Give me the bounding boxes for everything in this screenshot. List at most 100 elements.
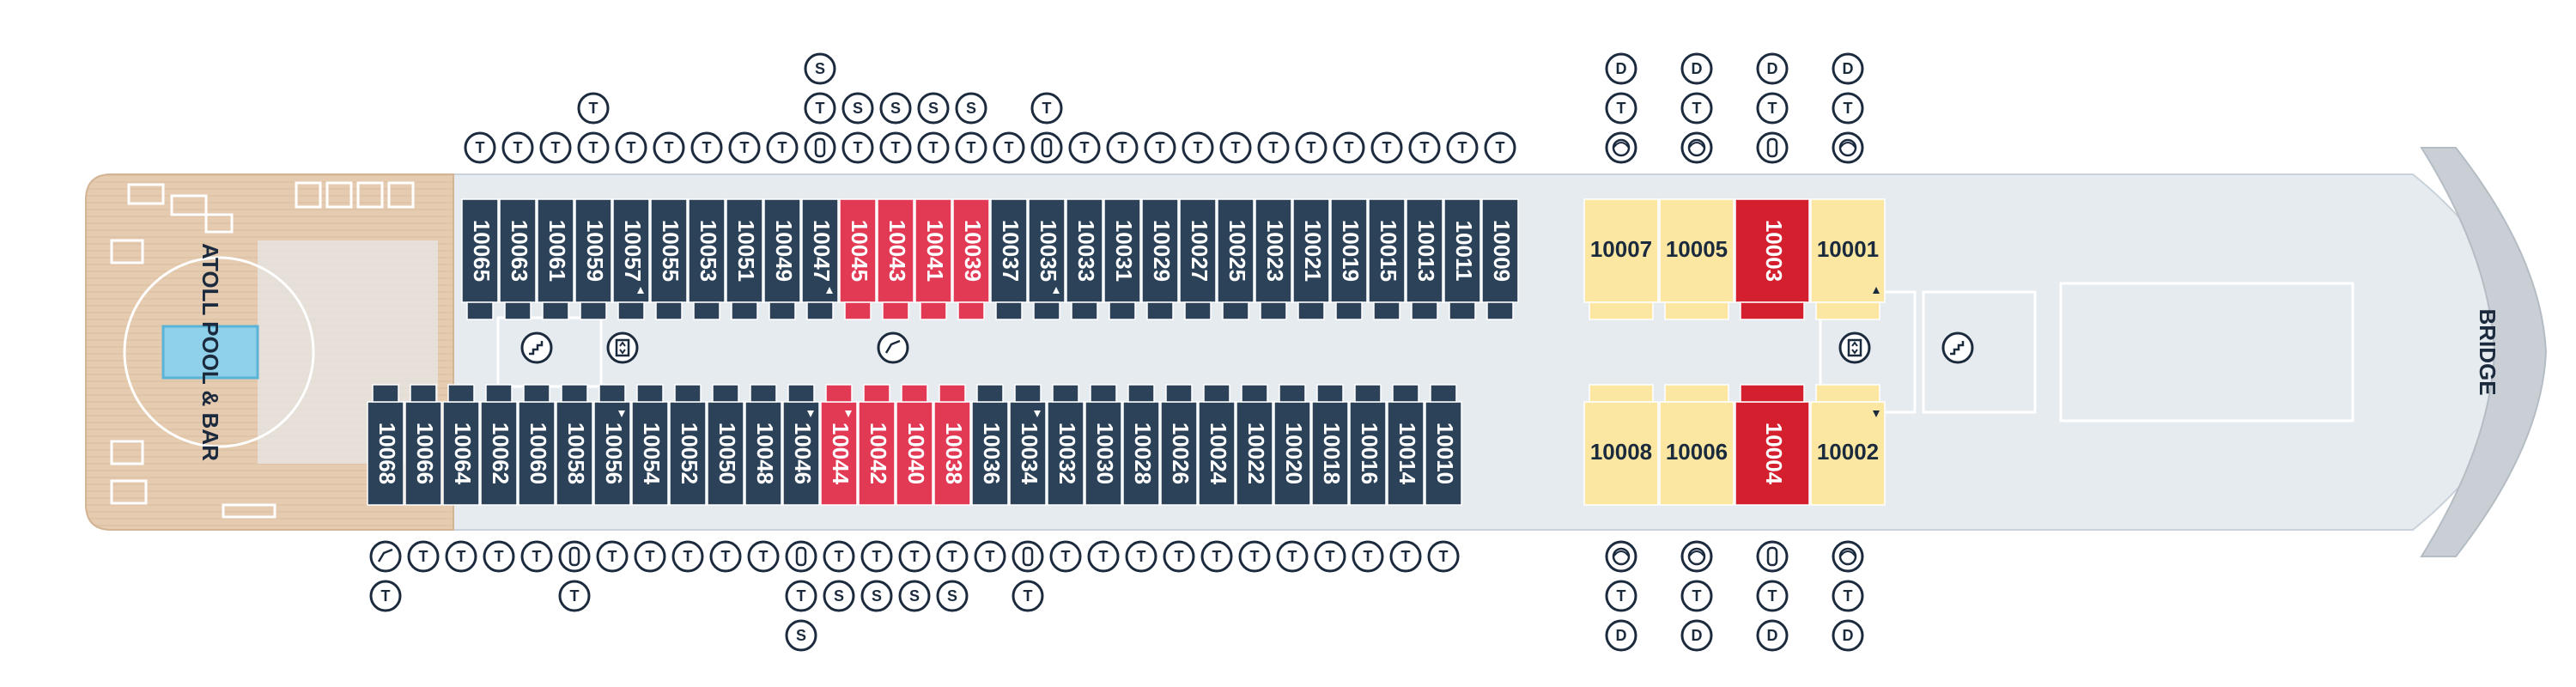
cabin-10052[interactable]: 10052 [669, 384, 707, 506]
cabin-10057[interactable]: 10057 [612, 198, 650, 320]
cabin-10058[interactable]: 10058 [556, 384, 593, 506]
cabin-10013[interactable]: 10013 [1406, 198, 1443, 320]
svg-text:S: S [815, 60, 825, 77]
twin-bed-icon: T [464, 131, 496, 164]
cabin-10037[interactable]: 10037 [990, 198, 1028, 320]
svg-text:T: T [1042, 100, 1052, 117]
cabin-10003[interactable]: 10003 [1735, 198, 1810, 320]
cabin-10040[interactable]: 10040 [896, 384, 933, 506]
cabin-number: 10022 [1243, 423, 1269, 484]
spa-bath-icon [1605, 131, 1637, 164]
cabin-10022[interactable]: 10022 [1236, 384, 1273, 506]
cabin-10025[interactable]: 10025 [1217, 198, 1255, 320]
stairs-icon [1941, 331, 1974, 364]
cabin-10050[interactable]: 10050 [707, 384, 744, 506]
cabin-10009[interactable]: 10009 [1481, 198, 1519, 320]
cabin-10032[interactable]: 10032 [1047, 384, 1084, 506]
cabin-10010[interactable]: 10010 [1425, 384, 1462, 506]
cabin-10054[interactable]: 10054 [631, 384, 669, 506]
cabin-10028[interactable]: 10028 [1122, 384, 1160, 506]
cabin-number: 10037 [998, 220, 1024, 282]
double-bed-icon: D [1756, 52, 1789, 85]
cabin-10027[interactable]: 10027 [1179, 198, 1217, 320]
bathtub-icon [558, 540, 591, 573]
cabin-number: 10025 [1224, 220, 1250, 282]
twin-bed-icon: T [1012, 580, 1044, 612]
cabin-number: 10033 [1073, 220, 1099, 282]
cabin-10061[interactable]: 10061 [537, 198, 574, 320]
cabin-10043[interactable]: 10043 [877, 198, 914, 320]
cabin-10060[interactable]: 10060 [518, 384, 556, 506]
cabin-10021[interactable]: 10021 [1292, 198, 1330, 320]
svg-text:T: T [1420, 139, 1430, 156]
cabin-10004[interactable]: 10004 [1735, 384, 1810, 506]
cabin-number: 10044 [828, 423, 854, 485]
twin-bed-icon: T [917, 131, 950, 164]
cabin-10049[interactable]: 10049 [763, 198, 801, 320]
cabin-10065[interactable]: 10065 [461, 198, 499, 320]
cabin-10002[interactable]: 10002 [1810, 384, 1886, 506]
cabin-10030[interactable]: 10030 [1084, 384, 1122, 506]
cabin-10045[interactable]: 10045 [839, 198, 877, 320]
svg-text:D: D [1843, 627, 1854, 644]
cabin-10055[interactable]: 10055 [650, 198, 688, 320]
cabin-10036[interactable]: 10036 [971, 384, 1009, 506]
cabin-10035[interactable]: 10035 [1028, 198, 1066, 320]
cabin-10023[interactable]: 10023 [1255, 198, 1292, 320]
twin-bed-icon: T [860, 540, 893, 573]
cabin-10053[interactable]: 10053 [688, 198, 726, 320]
cabin-10016[interactable]: 10016 [1349, 384, 1387, 506]
svg-text:T: T [532, 548, 542, 565]
cabin-10056[interactable]: 10056 [593, 384, 631, 506]
svg-text:T: T [570, 587, 580, 605]
twin-bed-icon: T [1182, 131, 1214, 164]
twin-bed-icon: T [1832, 580, 1864, 612]
svg-text:T: T [929, 139, 939, 156]
svg-text:T: T [1345, 139, 1354, 156]
cabin-10029[interactable]: 10029 [1141, 198, 1179, 320]
cabin-10015[interactable]: 10015 [1368, 198, 1406, 320]
cabin-10018[interactable]: 10018 [1311, 384, 1349, 506]
svg-text:D: D [1692, 60, 1703, 77]
cabin-10007[interactable]: 10007 [1583, 198, 1659, 320]
cabin-10063[interactable]: 10063 [499, 198, 537, 320]
cabin-10041[interactable]: 10041 [914, 198, 952, 320]
cabin-number: 10008 [1590, 439, 1652, 465]
sofa-bed-icon: S [917, 92, 950, 125]
cabin-10006[interactable]: 10006 [1659, 384, 1735, 506]
cabin-number: 10051 [733, 220, 759, 282]
cabin-10031[interactable]: 10031 [1103, 198, 1141, 320]
cabin-10038[interactable]: 10038 [933, 384, 971, 506]
cabin-10024[interactable]: 10024 [1198, 384, 1236, 506]
cabin-10011[interactable]: 10011 [1443, 198, 1481, 320]
cabin-10047[interactable]: 10047 [801, 198, 839, 320]
double-bed-icon: D [1832, 52, 1864, 85]
cabin-number: 10028 [1130, 423, 1156, 484]
cabin-10008[interactable]: 10008 [1583, 384, 1659, 506]
cabin-10014[interactable]: 10014 [1387, 384, 1425, 506]
cabin-10048[interactable]: 10048 [744, 384, 782, 506]
cabin-10005[interactable]: 10005 [1659, 198, 1735, 320]
sofa-bed-icon: S [879, 92, 912, 125]
twin-bed-icon: T [1446, 131, 1479, 164]
cabin-10033[interactable]: 10033 [1066, 198, 1103, 320]
cabin-10034[interactable]: 10034 [1009, 384, 1047, 506]
cabin-10066[interactable]: 10066 [404, 384, 442, 506]
cabin-10039[interactable]: 10039 [952, 198, 990, 320]
cabin-10044[interactable]: 10044 [820, 384, 858, 506]
cabin-10068[interactable]: 10068 [367, 384, 404, 506]
cabin-10059[interactable]: 10059 [574, 198, 612, 320]
cabin-10051[interactable]: 10051 [726, 198, 763, 320]
svg-text:T: T [835, 548, 844, 565]
cabin-10046[interactable]: 10046 [782, 384, 820, 506]
double-bed-icon: D [1680, 52, 1713, 85]
cabin-number: 10004 [1761, 423, 1787, 485]
cabin-10062[interactable]: 10062 [480, 384, 518, 506]
cabin-10064[interactable]: 10064 [442, 384, 480, 506]
cabin-10026[interactable]: 10026 [1160, 384, 1198, 506]
cabin-10019[interactable]: 10019 [1330, 198, 1368, 320]
cabin-10001[interactable]: 10001 [1810, 198, 1886, 320]
cabin-10042[interactable]: 10042 [858, 384, 896, 506]
cabin-10020[interactable]: 10020 [1273, 384, 1311, 506]
twin-bed-icon: T [483, 540, 515, 573]
